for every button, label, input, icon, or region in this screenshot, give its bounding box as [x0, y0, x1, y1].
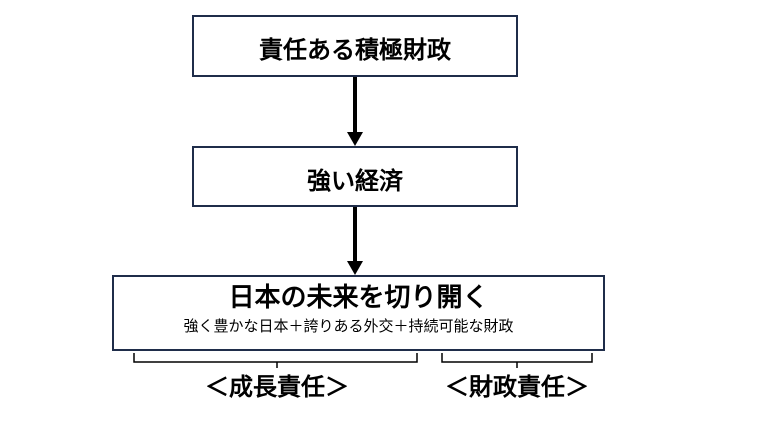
box-open-future: 日本の未来を切り開く 強く豊かな日本＋誇りある外交＋持続可能な財政 — [112, 275, 605, 351]
bracket-growth — [133, 353, 418, 368]
bracket-fiscal — [441, 353, 593, 368]
arrow-top-to-middle — [347, 77, 363, 146]
label-growth-responsibility: ＜成長責任＞ — [205, 373, 349, 401]
box-strong-economy: 強い経済 — [192, 146, 518, 207]
arrow-middle-to-bottom — [347, 206, 363, 275]
box-title: 責任ある積極財政 — [259, 36, 451, 64]
box-responsible-fiscal-policy: 責任ある積極財政 — [192, 15, 518, 77]
box-title: 強い経済 — [307, 167, 403, 195]
box-subtitle: 強く豊かな日本＋誇りある外交＋持続可能な財政 — [183, 317, 514, 335]
label-fiscal-responsibility: ＜財政責任＞ — [445, 373, 589, 401]
box-title: 日本の未来を切り開く — [228, 283, 489, 313]
